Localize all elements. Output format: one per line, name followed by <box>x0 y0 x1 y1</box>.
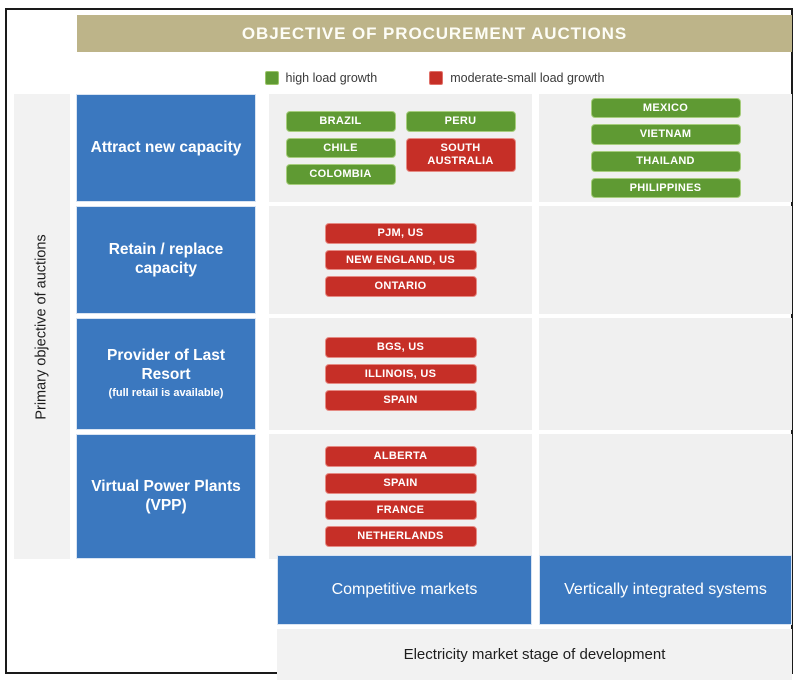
category-box: Provider of Last Resort (full retail is … <box>76 318 256 430</box>
pill-column-2: PERU SOUTH AUSTRALIA <box>405 111 516 172</box>
category-cell-attract-new-capacity: Attract new capacity <box>70 94 262 202</box>
pill-column-1: BGS, US ILLINOIS, US SPAIN <box>324 337 477 411</box>
market-pill-bgs-us[interactable]: BGS, US <box>324 337 477 358</box>
stage-box-competitive-markets[interactable]: Competitive markets <box>277 555 532 625</box>
table-row: Retain / replace capacity PJM, US NEW EN… <box>70 206 792 314</box>
category-box: Virtual Power Plants (VPP) <box>76 434 256 559</box>
market-pill-vietnam[interactable]: VIETNAM <box>590 124 741 145</box>
market-pill-illinois-us[interactable]: ILLINOIS, US <box>324 363 477 385</box>
market-pill-peru[interactable]: PERU <box>405 111 516 132</box>
pill-column-1: MEXICO VIETNAM THAILAND PHILIPPINES <box>590 97 741 199</box>
legend: high load growth moderate-small load gro… <box>77 65 792 91</box>
cell-vertical-attract-new-capacity: MEXICO VIETNAM THAILAND PHILIPPINES <box>539 94 792 202</box>
market-pill-philippines[interactable]: PHILIPPINES <box>590 177 741 199</box>
market-pill-new-england-us[interactable]: NEW ENGLAND, US <box>324 249 477 271</box>
category-box: Retain / replace capacity <box>76 206 256 314</box>
category-cell-virtual-power-plants: Virtual Power Plants (VPP) <box>70 434 262 559</box>
y-axis-label-strip: Primary objective of auctions <box>14 94 70 559</box>
cell-competitive-retain-replace-capacity: PJM, US NEW ENGLAND, US ONTARIO <box>269 206 532 314</box>
market-pill-ontario[interactable]: ONTARIO <box>324 276 477 297</box>
diagram-frame: OBJECTIVE OF PROCUREMENT AUCTIONS high l… <box>5 8 793 680</box>
category-subtitle: (full retail is available) <box>108 387 224 400</box>
market-pill-pjm-us[interactable]: PJM, US <box>324 223 477 244</box>
legend-label-high-load-growth: high load growth <box>285 71 378 85</box>
legend-swatch-red-icon <box>429 71 444 85</box>
market-pill-thailand[interactable]: THAILAND <box>590 151 741 172</box>
legend-item-high-load-growth: high load growth <box>264 71 378 85</box>
market-pill-spain[interactable]: SPAIN <box>324 472 477 494</box>
legend-item-moderate-small-load-growth: moderate-small load growth <box>429 71 604 85</box>
cell-vertical-retain-replace-capacity <box>539 206 792 314</box>
category-title: Virtual Power Plants (VPP) <box>91 477 241 514</box>
title-banner: OBJECTIVE OF PROCUREMENT AUCTIONS <box>77 15 792 52</box>
market-pill-netherlands[interactable]: NETHERLANDS <box>324 526 477 547</box>
category-box: Attract new capacity <box>76 94 256 202</box>
pill-column-1: PJM, US NEW ENGLAND, US ONTARIO <box>324 223 477 297</box>
y-axis-label: Primary objective of auctions <box>34 233 51 420</box>
stage-box-vertically-integrated-systems[interactable]: Vertically integrated systems <box>539 555 792 625</box>
market-pill-chile[interactable]: CHILE <box>285 137 396 159</box>
cell-competitive-attract-new-capacity: BRAZIL CHILE COLOMBIA PERU SOUTH AUSTRAL… <box>269 94 532 202</box>
objective-matrix: Attract new capacity BRAZIL CHILE COLOMB… <box>70 94 792 559</box>
category-cell-retain-replace-capacity: Retain / replace capacity <box>70 206 262 314</box>
pill-group: BRAZIL CHILE COLOMBIA PERU SOUTH AUSTRAL… <box>269 111 532 185</box>
legend-label-moderate-small-load-growth: moderate-small load growth <box>450 71 605 85</box>
market-stage-bars: Competitive markets Vertically integrate… <box>277 555 792 625</box>
x-axis-label-strip: Electricity market stage of development <box>277 629 792 680</box>
pill-column-1: BRAZIL CHILE COLOMBIA <box>285 111 396 185</box>
cell-vertical-virtual-power-plants <box>539 434 792 559</box>
market-pill-france[interactable]: FRANCE <box>324 499 477 521</box>
market-pill-mexico[interactable]: MEXICO <box>590 97 741 119</box>
market-pill-spain[interactable]: SPAIN <box>324 390 477 411</box>
market-pill-brazil[interactable]: BRAZIL <box>285 111 396 132</box>
market-pill-colombia[interactable]: COLOMBIA <box>285 164 396 185</box>
market-pill-alberta[interactable]: ALBERTA <box>324 446 477 467</box>
category-title: Attract new capacity <box>90 138 242 156</box>
pill-column-1: ALBERTA SPAIN FRANCE NETHERLANDS <box>324 446 477 547</box>
table-row: Attract new capacity BRAZIL CHILE COLOMB… <box>70 94 792 202</box>
cell-competitive-virtual-power-plants: ALBERTA SPAIN FRANCE NETHERLANDS <box>269 434 532 559</box>
category-cell-provider-of-last-resort: Provider of Last Resort (full retail is … <box>70 318 262 430</box>
table-row: Virtual Power Plants (VPP) ALBERTA SPAIN… <box>70 434 792 559</box>
market-pill-south-australia[interactable]: SOUTH AUSTRALIA <box>405 137 516 172</box>
legend-swatch-green-icon <box>264 71 279 85</box>
cell-vertical-provider-of-last-resort <box>539 318 792 430</box>
table-row: Provider of Last Resort (full retail is … <box>70 318 792 430</box>
cell-competitive-provider-of-last-resort: BGS, US ILLINOIS, US SPAIN <box>269 318 532 430</box>
category-title: Provider of Last Resort <box>107 347 225 384</box>
category-title: Retain / replace capacity <box>108 241 224 277</box>
page-title: OBJECTIVE OF PROCUREMENT AUCTIONS <box>241 23 628 43</box>
x-axis-label: Electricity market stage of development <box>403 646 666 663</box>
